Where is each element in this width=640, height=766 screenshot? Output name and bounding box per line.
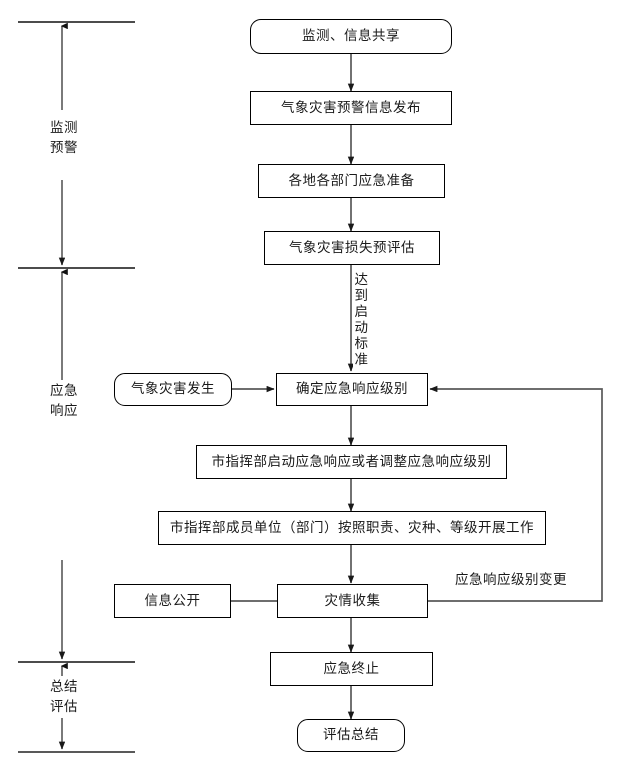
node-member-units-work[interactable]: 市指挥部成员单位（部门）按照职责、灾种、等级开展工作 — [158, 511, 546, 545]
node-loss-pre-assessment[interactable]: 气象灾害损失预评估 — [264, 231, 440, 265]
node-city-hq-activate-adjust[interactable]: 市指挥部启动应急响应或者调整应急响应级别 — [196, 445, 507, 479]
node-department-preparation[interactable]: 各地各部门应急准备 — [258, 164, 445, 198]
node-assessment-summary[interactable]: 评估总结 — [297, 719, 405, 752]
phase-label-summary: 总结 评估 — [36, 676, 92, 718]
node-disaster-info-collection[interactable]: 灾情收集 — [277, 584, 428, 618]
edge-label-response-level-change: 应急响应级别变更 — [455, 572, 567, 588]
node-emergency-termination[interactable]: 应急终止 — [270, 652, 433, 686]
node-warning-release[interactable]: 气象灾害预警信息发布 — [250, 91, 452, 125]
node-monitoring-info-sharing[interactable]: 监测、信息共享 — [250, 19, 452, 54]
edge-label-activation-criteria: 达到启动标准 — [353, 272, 370, 368]
phase-label-monitoring: 监测 预警 — [36, 117, 92, 159]
phase-label-response: 应急 响应 — [36, 380, 92, 422]
node-disaster-occurs[interactable]: 气象灾害发生 — [114, 373, 232, 406]
edge-feedback-loop — [428, 385, 603, 602]
node-determine-response-level[interactable]: 确定应急响应级别 — [276, 373, 428, 406]
node-information-disclosure[interactable]: 信息公开 — [114, 584, 231, 618]
